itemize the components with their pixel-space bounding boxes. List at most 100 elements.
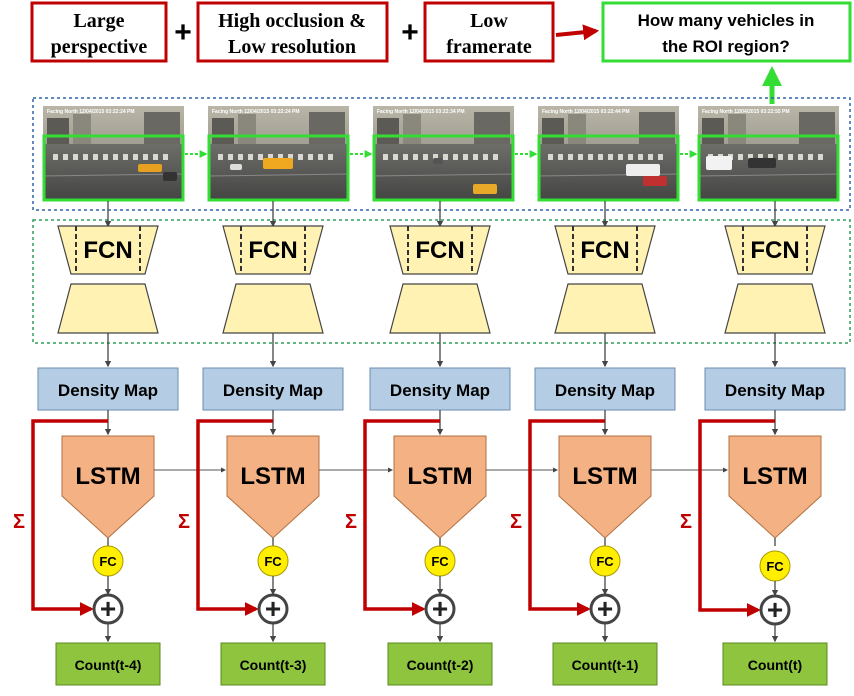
add-node: + — [424, 593, 456, 625]
question-line2: the ROI region? — [662, 37, 790, 56]
fcn-group-border — [32, 219, 851, 344]
fc-label: FC — [596, 554, 614, 569]
lstm-block: LSTM — [393, 435, 487, 539]
fcn-block: FCN — [389, 225, 491, 334]
count-label: Count(t) — [748, 657, 802, 673]
column-0: Facing North 12/04/2015 03:22:24 PM FCN De… — [31, 106, 226, 686]
factor-box-framerate: Low framerate — [423, 1, 555, 63]
skip-sum-arrow — [31, 419, 108, 616]
fcn-label: FCN — [248, 237, 297, 264]
fcn-label: FCN — [83, 237, 132, 264]
fcn-label: FCN — [750, 237, 799, 264]
count-label: Count(t-3) — [240, 657, 307, 673]
lstm-label: LSTM — [742, 463, 807, 490]
factor-to-question-arrow — [555, 24, 600, 41]
lstm-label: LSTM — [240, 463, 305, 490]
fc-node: FC — [92, 545, 124, 577]
density-map-label: Density Map — [58, 381, 158, 400]
fc-node: FC — [589, 545, 621, 577]
fcn-block: FCN — [57, 225, 159, 334]
density-map-box: Density Map — [534, 367, 676, 411]
add-node: + — [257, 593, 289, 625]
add-node: + — [589, 593, 621, 625]
fcn-label: FCN — [580, 237, 629, 264]
density-map-box: Density Map — [202, 367, 344, 411]
plus-sign: + — [401, 16, 419, 49]
roi-box — [207, 134, 350, 202]
count-box: Count(t-2) — [387, 642, 493, 686]
frame-caption: Facing North 12/04/2015 03:22:55 PM — [702, 109, 790, 115]
column-2: Facing North 12/04/2015 03:22:34 PM FCN De… — [363, 106, 558, 686]
sigma-label: Σ — [510, 511, 522, 533]
video-frame: Facing North 12/04/2015 03:22:55 PM — [697, 106, 840, 202]
count-label: Count(t-4) — [75, 657, 142, 673]
add-symbol: + — [767, 594, 783, 625]
question-line1: How many vehicles in — [638, 11, 815, 30]
factor-line2: perspective — [51, 36, 148, 58]
lstm-block: LSTM — [226, 435, 320, 539]
lstm-block: LSTM — [61, 435, 155, 539]
frame-caption: Facing North 12/04/2015 03:22:44 PM — [542, 109, 630, 115]
frames-group-border — [32, 97, 851, 211]
add-symbol: + — [100, 593, 116, 624]
column-3: Facing North 12/04/2015 03:22:44 PM FCN De… — [528, 106, 728, 686]
factor-box-occlusion: High occlusion & Low resolution — [196, 1, 389, 63]
frame-caption: Facing North 12/04/2015 03:22:24 PM — [47, 109, 135, 115]
density-map-label: Density Map — [555, 381, 655, 400]
sigma-label: Σ — [680, 511, 692, 533]
add-symbol: + — [265, 593, 281, 624]
factor-box-perspective: Large perspective — [30, 1, 168, 63]
video-frame: Facing North 12/04/2015 03:22:44 PM — [537, 106, 680, 202]
fc-node: FC — [759, 550, 791, 582]
density-map-label: Density Map — [390, 381, 490, 400]
count-box: Count(t-4) — [55, 642, 161, 686]
factor-line1: High occlusion & — [218, 10, 366, 32]
video-frame: Facing North 12/04/2015 03:22:24 PM — [207, 106, 350, 202]
fcn-label: FCN — [415, 237, 464, 264]
density-map-label: Density Map — [223, 381, 323, 400]
count-box: Count(t) — [722, 642, 828, 686]
question-box: How many vehicles in the ROI region? — [601, 1, 852, 63]
video-frame: Facing North 12/04/2015 03:22:34 PM — [372, 106, 515, 202]
lstm-block: LSTM — [728, 435, 822, 539]
fcn-block: FCN — [222, 225, 324, 334]
add-symbol: + — [597, 593, 613, 624]
add-symbol: + — [432, 593, 448, 624]
roi-box — [537, 134, 680, 202]
column-4: Facing North 12/04/2015 03:22:55 PM FCN De… — [697, 106, 846, 686]
count-label: Count(t-2) — [407, 657, 474, 673]
density-map-box: Density Map — [37, 367, 179, 411]
count-label: Count(t-1) — [572, 657, 639, 673]
column-1: Facing North 12/04/2015 03:22:24 PM FCN De… — [196, 106, 393, 686]
factor-line2: Low resolution — [228, 36, 356, 58]
fc-label: FC — [431, 554, 449, 569]
plus-sign: + — [174, 16, 192, 49]
add-node: + — [92, 593, 124, 625]
factor-line1: Low — [470, 10, 508, 32]
density-map-box: Density Map — [369, 367, 511, 411]
skip-sum-arrow — [528, 419, 605, 616]
fc-node: FC — [257, 545, 289, 577]
fc-label: FC — [264, 554, 282, 569]
header: Large perspective + High occlusion & Low… — [30, 1, 852, 104]
skip-sum-arrow — [196, 419, 273, 616]
sigma-label: Σ — [13, 511, 25, 533]
roi-box — [42, 134, 185, 202]
lstm-label: LSTM — [407, 463, 472, 490]
skip-sum-arrow — [363, 419, 440, 616]
fc-label: FC — [99, 554, 117, 569]
frame-caption: Facing North 12/04/2015 03:22:34 PM — [377, 109, 465, 115]
count-box: Count(t-3) — [220, 642, 326, 686]
add-node: + — [759, 594, 791, 626]
factor-line2: framerate — [446, 36, 532, 58]
density-map-box: Density Map — [704, 367, 846, 411]
roi-box — [372, 134, 515, 202]
fcn-block: FCN — [724, 225, 826, 334]
fcn-block: FCN — [554, 225, 656, 334]
frame-caption: Facing North 12/04/2015 03:22:24 PM — [212, 109, 300, 115]
density-map-label: Density Map — [725, 381, 825, 400]
lstm-block: LSTM — [558, 435, 652, 539]
sigma-label: Σ — [178, 511, 190, 533]
sigma-label: Σ — [345, 511, 357, 533]
